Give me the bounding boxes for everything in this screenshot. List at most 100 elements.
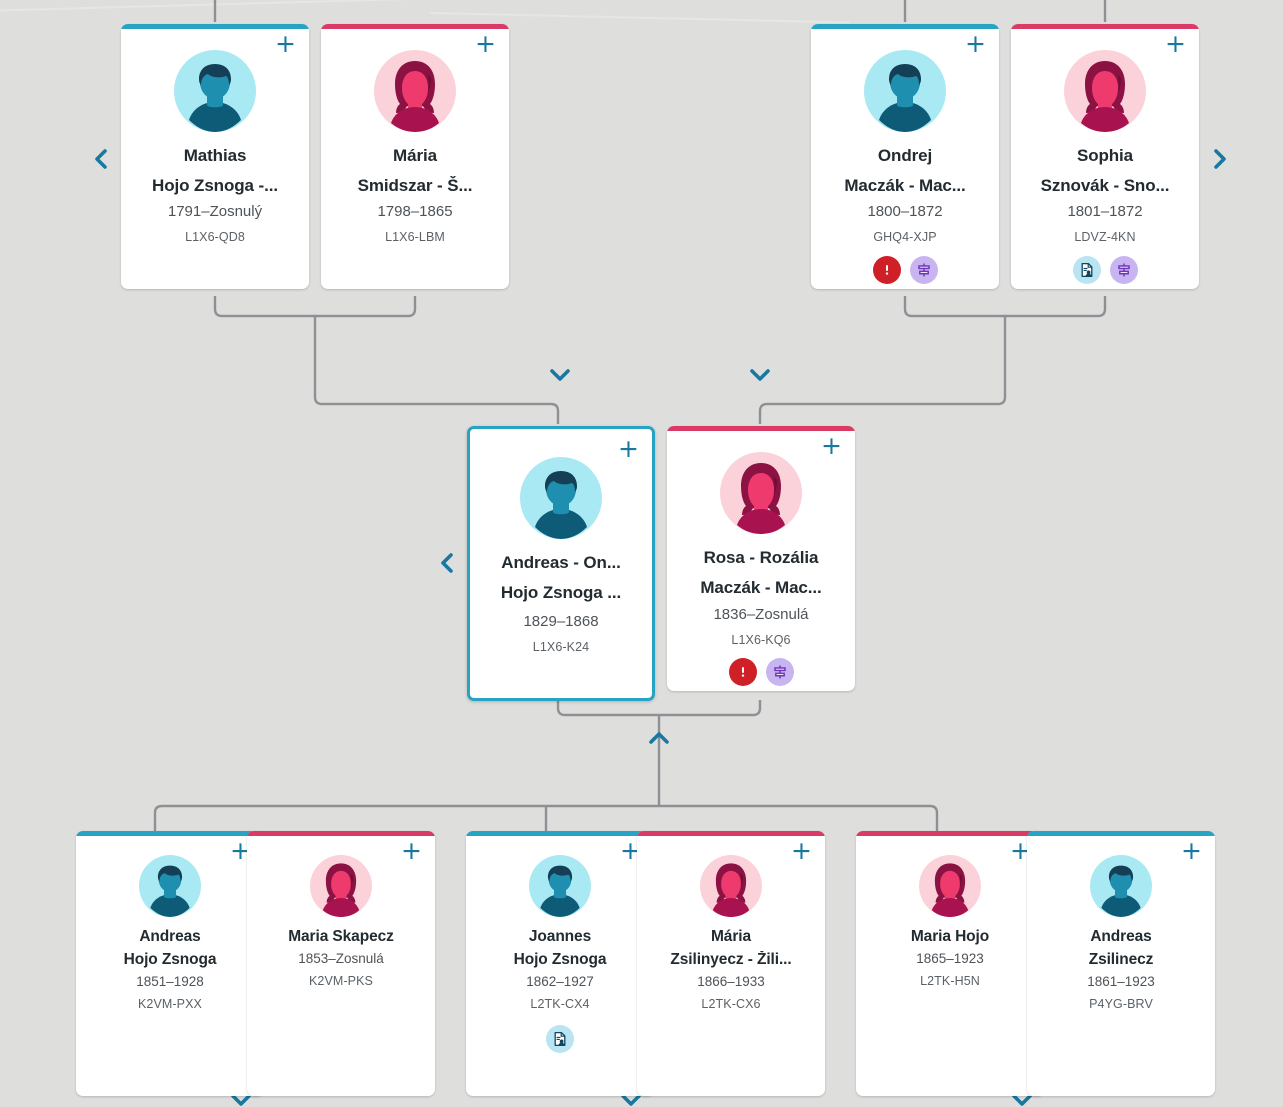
add-relative-button[interactable]: + <box>791 836 812 865</box>
source-badge[interactable] <box>909 256 938 284</box>
expand-down-father-line[interactable] <box>549 366 571 384</box>
add-relative-button[interactable]: + <box>475 29 496 58</box>
avatar-female <box>1064 50 1146 132</box>
person-badges <box>1011 256 1199 284</box>
person-surname: Hojo Zsnoga -... <box>152 176 278 195</box>
record-hint-badge[interactable] <box>546 1025 574 1053</box>
avatar-female <box>310 855 372 917</box>
person-lifespan: 1866–1933 <box>697 974 765 989</box>
alert-badge[interactable] <box>728 658 757 686</box>
collapse-up-children[interactable] <box>648 729 670 747</box>
card-accent-bar <box>856 831 1044 836</box>
person-card-mathias[interactable]: + Mathias Hojo Zsnoga -... 1791–Zosnulý … <box>121 24 309 289</box>
person-id: GHQ4-XJP <box>873 230 937 244</box>
nav-prev-parents[interactable] <box>438 552 456 574</box>
add-relative-button[interactable]: + <box>1181 836 1202 865</box>
person-lifespan: 1851–1928 <box>136 974 204 989</box>
source-badge[interactable] <box>1109 256 1138 284</box>
person-given-name: Mária <box>711 928 751 945</box>
person-given-name: Maria Skapecz <box>288 928 394 945</box>
person-card-maria-smidszar[interactable]: + Mária Smidszar - Š... 1798–1865 L1X6-L… <box>321 24 509 289</box>
add-relative-button[interactable]: + <box>275 29 296 58</box>
person-id: L2TK-H5N <box>920 974 980 988</box>
person-card-rosa-rozalia[interactable]: + Rosa - Rozália Maczák - Mac... 1836–Zo… <box>667 426 855 691</box>
person-lifespan: 1801–1872 <box>1067 203 1143 220</box>
nav-prev-grandparents[interactable] <box>92 148 110 170</box>
person-card-ondrej[interactable]: + Ondrej Maczák - Mac... 1800–1872 GHQ4-… <box>811 24 999 289</box>
avatar-female <box>700 855 762 917</box>
avatar-male <box>139 855 201 917</box>
person-id: L2TK-CX6 <box>701 997 761 1011</box>
avatar-female <box>720 452 802 534</box>
person-card-sophia[interactable]: + Sophia Sznovák - Sno... 1801–1872 LDVZ… <box>1011 24 1199 289</box>
add-relative-button[interactable]: + <box>620 836 641 865</box>
person-card-maria-skapecz[interactable]: + Maria Skapecz 1853–Zosnulá K2VM-PKS <box>247 831 435 1096</box>
add-relative-button[interactable]: + <box>1165 29 1186 58</box>
add-relative-button[interactable]: + <box>618 434 639 463</box>
alert-badge[interactable] <box>872 256 901 284</box>
person-card-maria-hojo[interactable]: + Maria Hojo 1865–1923 L2TK-H5N <box>856 831 1044 1096</box>
person-surname: Zsilinecz <box>1088 951 1154 968</box>
person-given-name: Maria Hojo <box>910 928 990 945</box>
avatar-female <box>374 50 456 132</box>
card-accent-bar <box>76 831 264 836</box>
person-surname: Hojo Zsnoga <box>513 951 607 968</box>
add-relative-button[interactable]: + <box>230 836 251 865</box>
person-id: LDVZ-4KN <box>1074 230 1136 244</box>
avatar-male <box>520 457 602 539</box>
card-accent-bar <box>121 24 309 29</box>
person-surname: Hojo Zsnoga ... <box>500 583 622 602</box>
person-card-andreas-hojo[interactable]: + Andreas Hojo Zsnoga 1851–1928 K2VM-PXX <box>76 831 264 1096</box>
person-lifespan: 1861–1923 <box>1087 974 1155 989</box>
person-id: L1X6-K24 <box>532 640 590 654</box>
person-card-maria-zsilinyecz[interactable]: + Mária Zsilinyecz - Žili... 1866–1933 L… <box>637 831 825 1096</box>
nav-next-grandparents[interactable] <box>1211 148 1229 170</box>
avatar-male <box>529 855 591 917</box>
add-relative-button[interactable]: + <box>965 29 986 58</box>
person-card-joannes-hojo[interactable]: + Joannes Hojo Zsnoga 1862–1927 L2TK-CX4 <box>466 831 654 1096</box>
person-given-name: Mária <box>393 146 437 165</box>
person-lifespan: 1800–1872 <box>867 203 943 220</box>
expand-down-child-1[interactable] <box>230 1091 252 1107</box>
avatar-female <box>919 855 981 917</box>
record-hint-badge[interactable] <box>1072 256 1101 284</box>
add-relative-button[interactable]: + <box>1010 836 1031 865</box>
person-surname: Hojo Zsnoga <box>123 951 217 968</box>
person-id: L1X6-LBM <box>385 230 445 244</box>
card-accent-bar <box>1011 24 1199 29</box>
person-id: L1X6-KQ6 <box>731 633 791 647</box>
person-given-name: Sophia <box>1076 146 1134 165</box>
person-given-name: Andreas <box>1090 928 1152 945</box>
person-given-name: Mathias <box>183 146 247 165</box>
person-given-name: Andreas - On... <box>501 553 621 572</box>
card-accent-bar <box>1027 831 1215 836</box>
person-id: L1X6-QD8 <box>185 230 245 244</box>
person-card-andreas-zsilinecz[interactable]: + Andreas Zsilinecz 1861–1923 P4YG-BRV <box>1027 831 1215 1096</box>
avatar-male <box>1090 855 1152 917</box>
add-relative-button[interactable]: + <box>821 431 842 460</box>
person-badges <box>667 658 855 686</box>
person-card-andreas-ondrej[interactable]: + Andreas - On... Hojo Zsnoga ... 1829–1… <box>467 426 655 701</box>
person-lifespan: 1798–1865 <box>377 203 453 220</box>
card-accent-bar <box>667 426 855 431</box>
source-badge[interactable] <box>765 658 794 686</box>
person-id: K2VM-PXX <box>137 997 202 1011</box>
person-given-name: Ondrej <box>877 146 933 165</box>
person-id: K2VM-PKS <box>308 974 373 988</box>
expand-down-child-5[interactable] <box>1011 1091 1033 1107</box>
avatar-male <box>864 50 946 132</box>
person-surname: Maczák - Mac... <box>700 578 822 597</box>
person-surname: Maczák - Mac... <box>844 176 966 195</box>
person-surname: Sznovák - Sno... <box>1040 176 1170 195</box>
person-surname: Zsilinyecz - Žili... <box>670 951 792 968</box>
add-relative-button[interactable]: + <box>401 836 422 865</box>
person-lifespan: 1853–Zosnulá <box>298 951 384 966</box>
card-accent-bar <box>247 831 435 836</box>
expand-down-child-3[interactable] <box>620 1091 642 1107</box>
card-accent-bar <box>637 831 825 836</box>
person-badges <box>811 256 999 284</box>
person-given-name: Joannes <box>528 928 592 945</box>
person-surname: Smidszar - Š... <box>357 176 473 195</box>
expand-down-mother-line[interactable] <box>749 366 771 384</box>
